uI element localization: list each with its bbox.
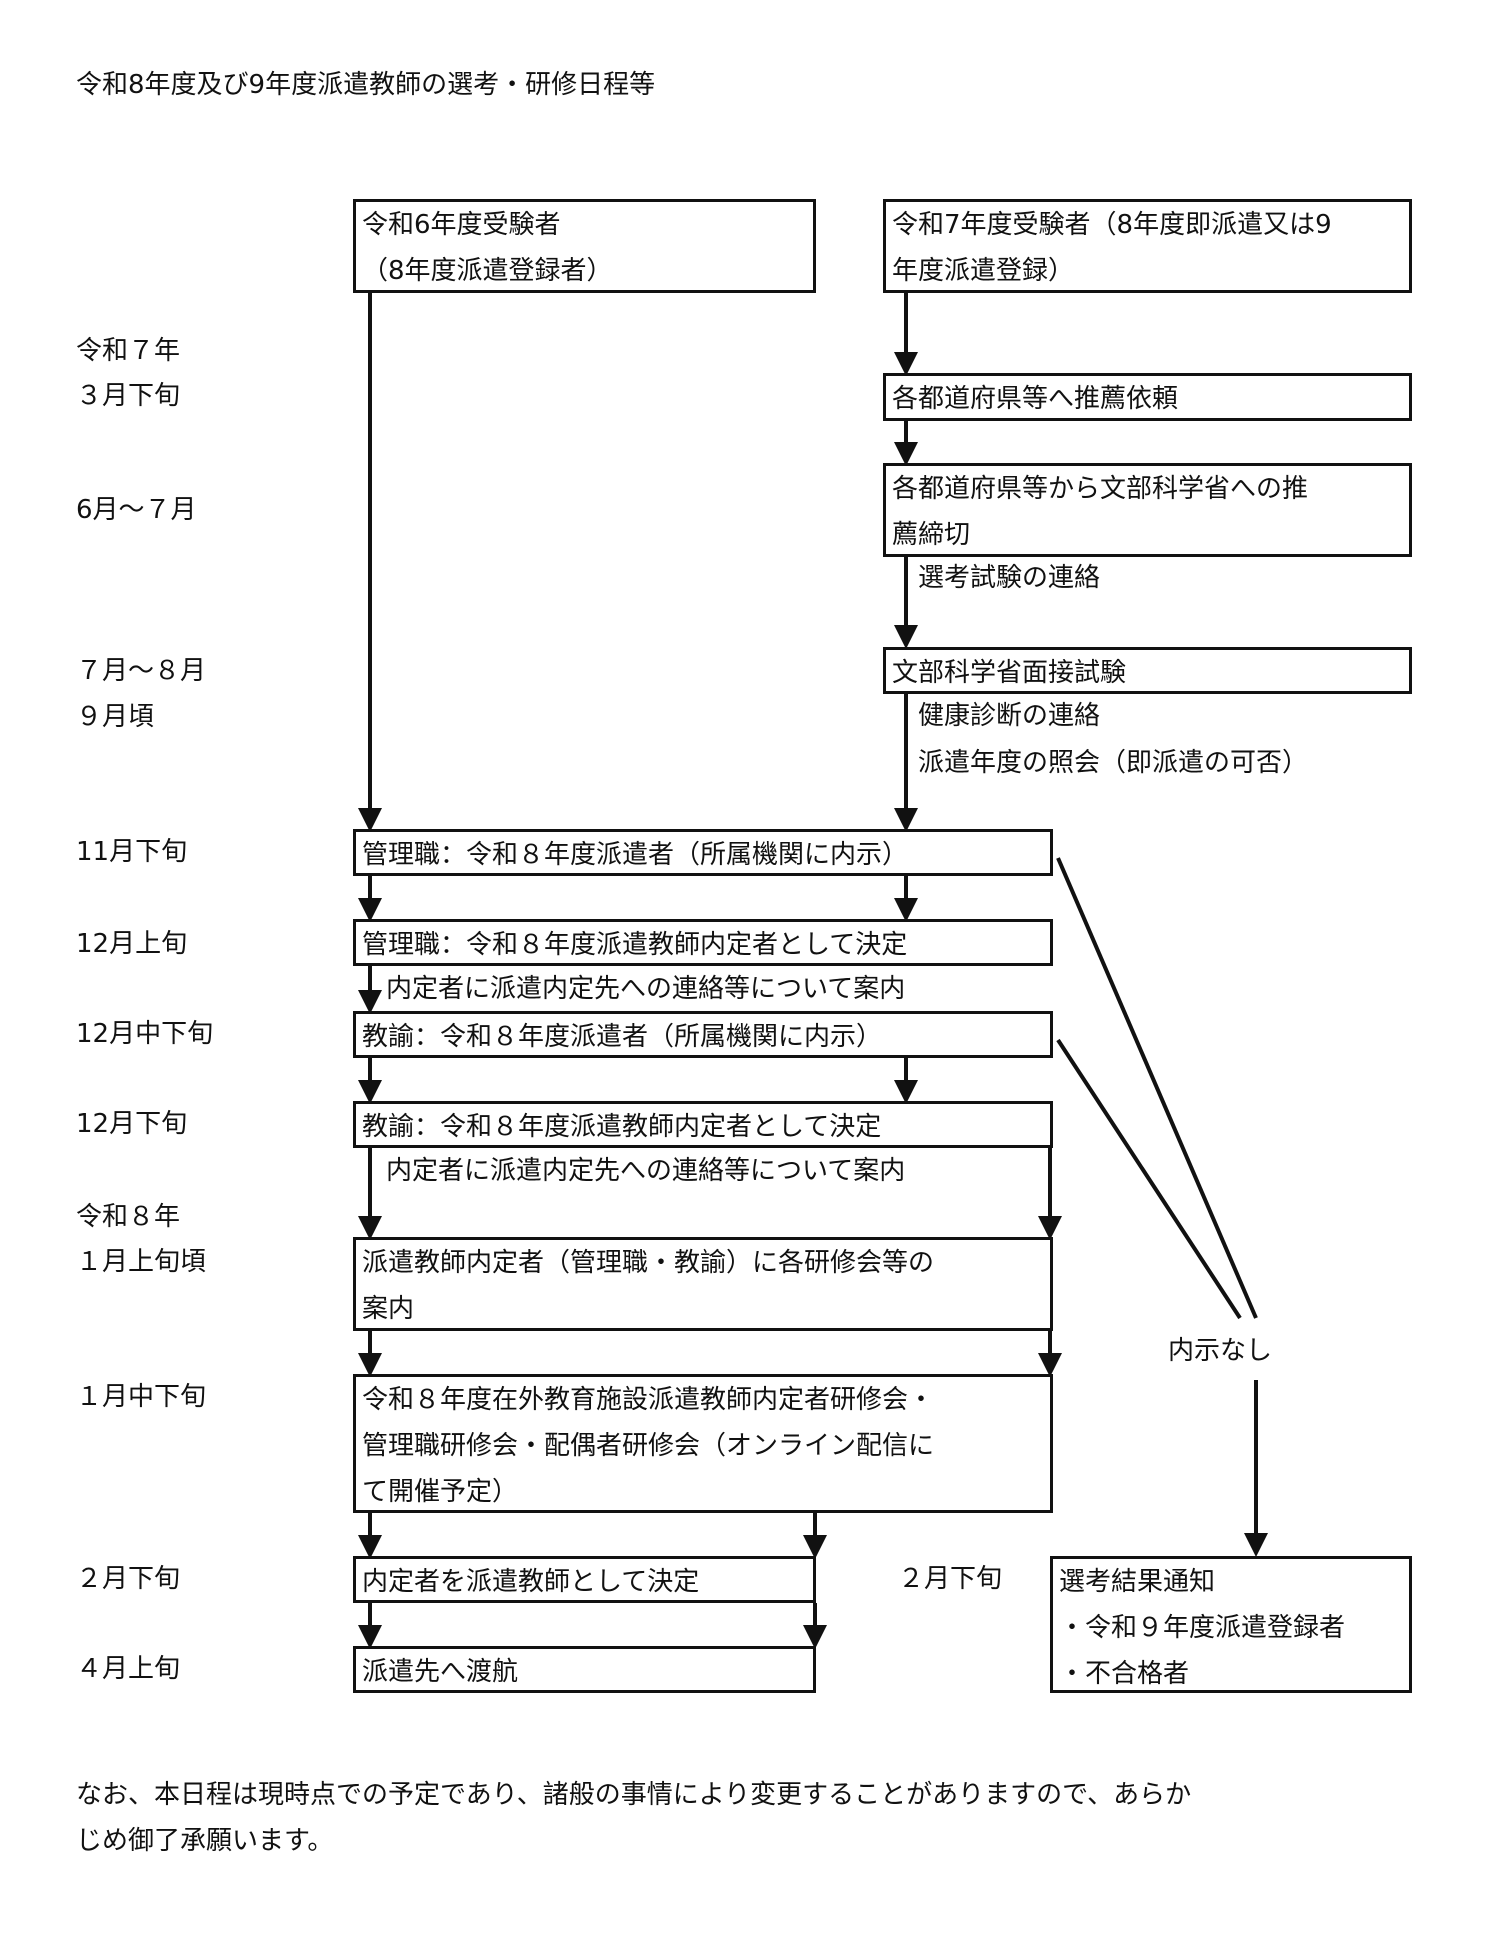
box-teacher-notice: 教諭：令和８年度派遣者（所属機関に内示） bbox=[353, 1011, 1053, 1058]
date-label: ４月上旬 bbox=[76, 1654, 181, 1684]
line-k1-to-no-notice bbox=[1056, 1038, 1242, 1320]
date-label: １月中下旬 bbox=[76, 1382, 207, 1412]
date-label: ７月～８月 bbox=[76, 656, 207, 686]
note-no-notice: 内示なし bbox=[1168, 1336, 1273, 1366]
box-recommendation-request: 各都道府県等へ推薦依頼 bbox=[883, 373, 1412, 421]
note-health-contact: 健康診断の連絡 bbox=[918, 701, 1101, 731]
footer-note-line-1: なお、本日程は現時点での予定であり、諸般の事情により変更することがありますので、… bbox=[76, 1780, 1192, 1810]
box-r6-candidates: 令和6年度受験者 （8年度派遣登録者） bbox=[353, 199, 816, 293]
note-guide-teacher: 内定者に派遣内定先への連絡等について案内 bbox=[386, 1156, 906, 1186]
box-departure: 派遣先へ渡航 bbox=[353, 1646, 816, 1693]
line-m1-to-no-notice bbox=[1056, 857, 1258, 1319]
box-teacher-decision: 教諭：令和８年度派遣教師内定者として決定 bbox=[353, 1101, 1053, 1148]
date-label: １月上旬頃 bbox=[76, 1247, 207, 1277]
page-title: 令和8年度及び9年度派遣教師の選考・研修日程等 bbox=[76, 70, 656, 100]
date-label: 12月下旬 bbox=[76, 1109, 188, 1139]
date-label: ２月下旬 bbox=[898, 1564, 1003, 1594]
box-selection-result: 選考結果通知 ・令和９年度派遣登録者 ・不合格者 bbox=[1050, 1556, 1412, 1693]
date-label: 令和７年 bbox=[76, 336, 181, 366]
footer-note-line-2: じめ御了承願います。 bbox=[76, 1826, 334, 1856]
date-label: ２月下旬 bbox=[76, 1564, 181, 1594]
box-training-info: 派遣教師内定者（管理職・教諭）に各研修会等の 案内 bbox=[353, 1237, 1053, 1331]
date-label: 12月上旬 bbox=[76, 929, 188, 959]
date-label: 12月中下旬 bbox=[76, 1019, 214, 1049]
box-r7-candidates: 令和7年度受験者（8年度即派遣又は9 年度派遣登録） bbox=[883, 199, 1412, 293]
note-guide-manager: 内定者に派遣内定先への連絡等について案内 bbox=[386, 974, 906, 1004]
box-training-sessions: 令和８年度在外教育施設派遣教師内定者研修会・ 管理職研修会・配偶者研修会（オンラ… bbox=[353, 1374, 1053, 1513]
box-recommendation-deadline: 各都道府県等から文部科学省への推 薦締切 bbox=[883, 463, 1412, 557]
date-label: 6月～７月 bbox=[76, 495, 197, 525]
box-manager-decision: 管理職：令和８年度派遣教師内定者として決定 bbox=[353, 919, 1053, 966]
date-label: ３月下旬 bbox=[76, 381, 181, 411]
date-label: 11月下旬 bbox=[76, 837, 188, 867]
box-manager-notice: 管理職：令和８年度派遣者（所属機関に内示） bbox=[353, 829, 1053, 876]
note-year-query: 派遣年度の照会（即派遣の可否） bbox=[918, 748, 1309, 778]
date-label: 令和８年 bbox=[76, 1202, 181, 1232]
box-final-decision: 内定者を派遣教師として決定 bbox=[353, 1556, 816, 1603]
date-label: ９月頃 bbox=[76, 702, 155, 732]
box-interview: 文部科学省面接試験 bbox=[883, 647, 1412, 694]
note-exam-contact: 選考試験の連絡 bbox=[918, 563, 1101, 593]
